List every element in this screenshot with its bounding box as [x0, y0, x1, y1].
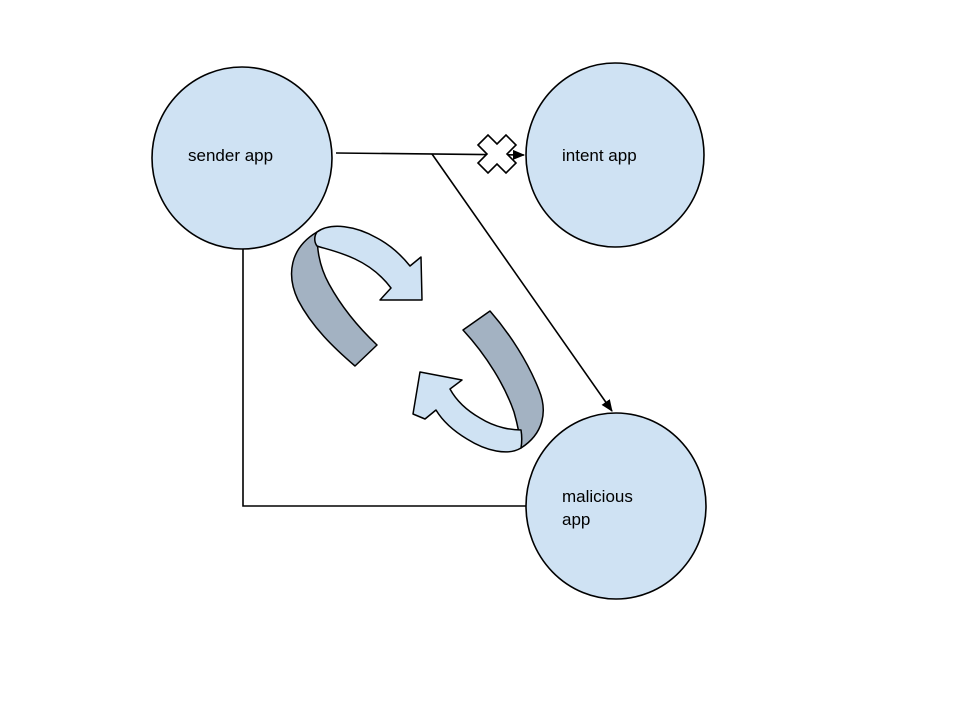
node-intent-app: intent app — [525, 62, 705, 248]
cycle-arrow-lower-front — [412, 371, 523, 453]
node-malicious-app: malicious app — [525, 412, 707, 600]
node-sender-label: sender app — [188, 146, 273, 165]
node-malicious-label-line1: malicious — [562, 487, 633, 506]
node-malicious-circle — [525, 412, 707, 600]
node-malicious-label-line2: app — [562, 510, 590, 529]
node-sender-circle — [151, 66, 333, 250]
cycle-arrow-upper-front — [314, 225, 423, 301]
edge-sender-to-malicious-redirect — [431, 153, 613, 412]
node-intent-label: intent app — [562, 146, 637, 165]
circular-arrows-icon — [290, 225, 544, 453]
edge-sender-to-malicious-bottom — [242, 249, 527, 507]
x-mark-icon — [476, 133, 518, 175]
node-sender-app: sender app — [151, 66, 333, 250]
cycle-arrow-upper-side — [290, 231, 378, 367]
node-intent-circle — [525, 62, 705, 248]
